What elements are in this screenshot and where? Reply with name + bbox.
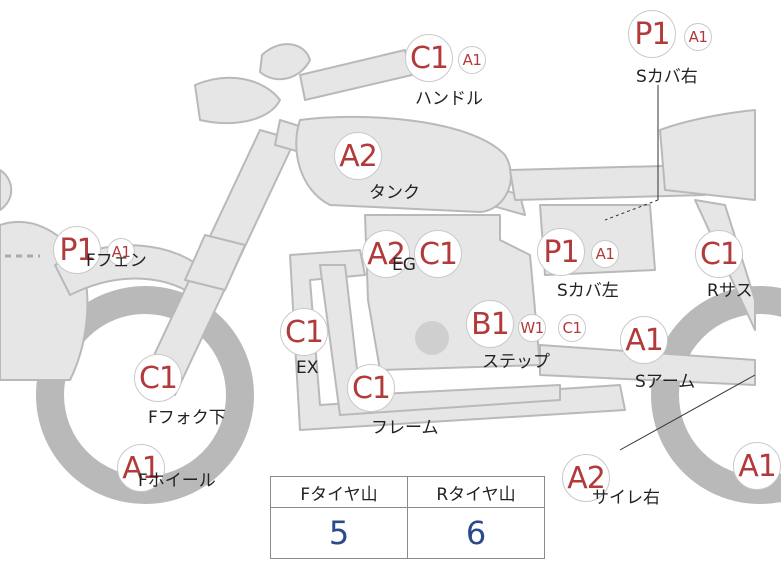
label-s-cover-right: Sカバ右 [636, 67, 698, 87]
badge-engine-c1: C1 [414, 230, 462, 278]
label-f-fender: Fフェン [86, 251, 147, 271]
badge-r-suspension-c1: C1 [695, 230, 743, 278]
tire-tread-table: Fタイヤ山 Rタイヤ山 5 6 [270, 476, 545, 559]
badge-s-cover-right-a1: A1 [684, 23, 712, 51]
badge-step-c1: C1 [558, 314, 586, 342]
label-s-arm: Sアーム [635, 372, 696, 392]
label-f-wheel: Fホイール [138, 471, 216, 491]
front-tire-tread-value: 5 [270, 507, 408, 559]
badge-step-b1: B1 [466, 300, 514, 348]
badge-s-cover-left-a1: A1 [591, 240, 619, 268]
label-s-cover-left: Sカバ左 [557, 281, 619, 301]
badge-f-fender-p1: P1 [53, 226, 101, 274]
rear-tire-tread-value: 6 [407, 507, 545, 559]
badge-s-arm-a1: A1 [620, 316, 668, 364]
label-r-suspension: Rサス [707, 281, 753, 301]
badge-f-fork-lower-c1: C1 [134, 354, 182, 402]
badge-silencer-right-a2: A2 [562, 454, 610, 502]
badge-frame-c1: C1 [347, 364, 395, 412]
headlight-shape [194, 76, 281, 124]
label-silencer-right: サイレ右 [592, 488, 660, 508]
badge-step-w1: W1 [518, 314, 546, 342]
badge-handle-c1: C1 [405, 34, 453, 82]
badge-handle-a1: A1 [458, 46, 486, 74]
label-step: ステップ [482, 352, 550, 372]
label-handle: ハンドル [415, 89, 483, 109]
badge-s-cover-left-p1: P1 [537, 228, 585, 276]
rear-tire-tread-header: Rタイヤ山 [407, 476, 545, 508]
badge-engine-a2: A2 [362, 230, 410, 278]
motorcycle-illustration [0, 43, 781, 504]
badge-f-wheel-a1: A1 [117, 444, 165, 492]
swing-arm-shape [539, 344, 756, 386]
badge-f-fender-a1: A1 [107, 238, 135, 266]
badge-tank-a2: A2 [334, 132, 382, 180]
rear-wheel-shape [651, 286, 781, 504]
front-tire-tread-header: Fタイヤ山 [270, 476, 408, 508]
badge-r-wheel-a1: A1 [733, 442, 781, 490]
bike-condition-diagram: C1 A1 ハンドル P1 A1 Sカバ右 A2 タンク P1 A1 Fフェン … [0, 10, 781, 559]
label-tank: タンク [369, 183, 420, 203]
label-exhaust: EX [296, 358, 319, 378]
badge-s-cover-right-p1: P1 [628, 10, 676, 58]
label-frame: フレーム [371, 418, 439, 438]
badge-exhaust-c1: C1 [280, 308, 328, 356]
label-f-fork-lower: Fフォク下 [148, 408, 226, 428]
label-engine: EG [392, 255, 416, 275]
